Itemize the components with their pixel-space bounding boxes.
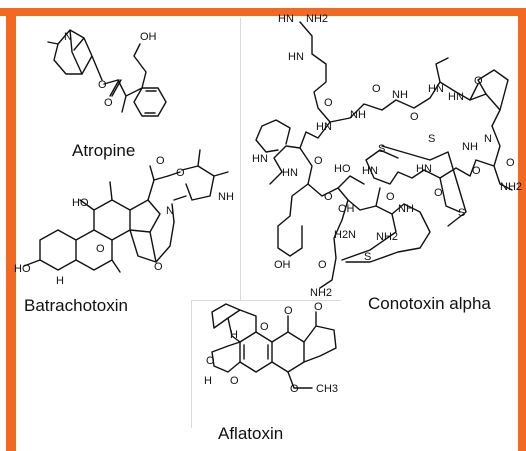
atom-label: HO <box>14 263 31 275</box>
atom-label: NH2 <box>310 287 332 299</box>
atom-label: O <box>290 383 299 395</box>
atom-label: HN <box>428 83 444 95</box>
atom-label: NH2 <box>306 13 328 25</box>
atom-label: CH3 <box>316 383 338 395</box>
accent-bar-right <box>518 8 526 451</box>
atom-label: S <box>428 133 435 145</box>
atom-label: O <box>284 305 293 317</box>
atom-label: N <box>484 133 492 145</box>
atom-label: O <box>156 155 165 167</box>
atom-label: O <box>372 83 381 95</box>
atom-label: O <box>506 157 515 169</box>
atom-label: O <box>474 75 483 87</box>
atom-label: O <box>260 321 269 333</box>
atom-label: O <box>472 165 481 177</box>
atom-label: S <box>458 207 465 219</box>
conotoxin-structure: HN NH2 HN NH NH HN HN HN N HN HN NH HN H… <box>252 13 522 299</box>
atom-label: O <box>176 167 185 179</box>
label-aflatoxin: Aflatoxin <box>218 424 284 443</box>
atom-label: HN <box>362 165 378 177</box>
atom-label: HN <box>282 167 298 179</box>
atom-label: O <box>314 301 323 313</box>
atom-label: OH <box>274 259 291 271</box>
atom-label: HN <box>288 51 304 63</box>
atom-label: OH <box>140 31 157 43</box>
aflatoxin-structure: O O O O O O H H CH3 <box>204 301 338 395</box>
atom-label: HN <box>416 163 432 175</box>
atom-label: HN <box>252 153 268 165</box>
atom-label: S <box>364 251 371 263</box>
atom-label: H <box>204 375 212 387</box>
atom-label: O <box>206 355 215 367</box>
atom-label: O <box>154 261 163 273</box>
label-batrachotoxin: Batrachotoxin <box>24 296 128 315</box>
atom-label: H <box>56 275 64 287</box>
atom-label: O <box>230 375 239 387</box>
atom-label: N <box>64 31 72 43</box>
atom-label: H <box>230 329 238 341</box>
atom-label: NH <box>350 109 366 121</box>
atom-label: O <box>318 259 327 271</box>
accent-bar-top <box>0 8 526 16</box>
atom-label: NH <box>392 89 408 101</box>
atom-label: HO <box>72 197 89 209</box>
atom-label: NH <box>398 203 414 215</box>
atom-label: H2N <box>334 229 356 241</box>
atom-label: NH <box>218 191 234 203</box>
panel-divider-vertical <box>240 18 241 300</box>
accent-bar-left <box>6 8 16 451</box>
atom-label: NH <box>462 141 478 153</box>
atom-label: O <box>386 191 395 203</box>
atom-label: HN <box>316 121 332 133</box>
atom-label: N <box>166 205 174 217</box>
panel-divider-aflatoxin-left <box>191 300 192 428</box>
atom-label: S <box>378 143 385 155</box>
atom-label: O <box>104 97 113 109</box>
atom-label: O <box>410 111 419 123</box>
atom-label: O <box>324 191 333 203</box>
atom-label: HN <box>448 91 464 103</box>
label-atropine: Atropine <box>72 141 136 160</box>
atom-label: O <box>98 79 107 91</box>
label-conotoxin-alpha: Conotoxin alpha <box>368 294 491 313</box>
atom-label: O <box>434 187 443 199</box>
batrachotoxin-structure: HO HO O H N NH O O O <box>14 149 234 287</box>
atom-label: OH <box>338 203 355 215</box>
atom-label: O <box>314 155 323 167</box>
atom-label: HO <box>334 163 351 175</box>
panel-divider-aflatoxin-top <box>191 300 341 301</box>
atom-label: O <box>324 97 333 109</box>
atom-label: NH2 <box>376 231 398 243</box>
atom-label: HN <box>278 13 294 25</box>
atom-label: NH2 <box>500 181 522 193</box>
atropine-structure: N O O OH <box>47 29 167 117</box>
atom-label: O <box>96 243 105 255</box>
